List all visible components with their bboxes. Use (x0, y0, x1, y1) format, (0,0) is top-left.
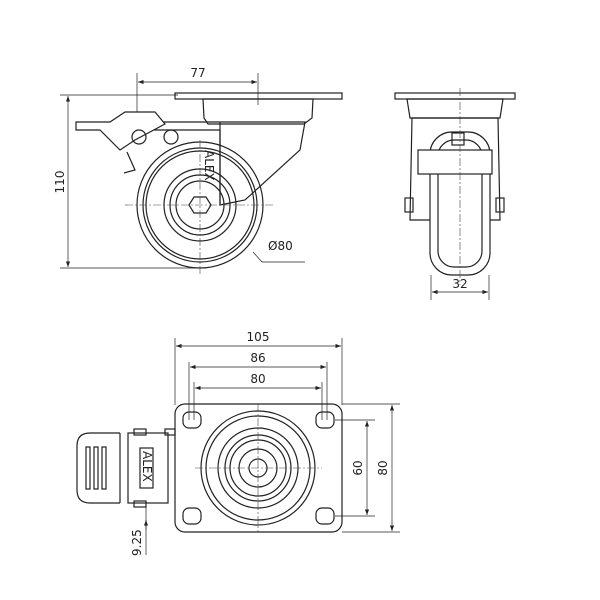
dim-hole-outer-label: 86 (250, 351, 265, 365)
bolt-hole (182, 507, 202, 525)
mounting-plate (174, 403, 343, 533)
front-fork (409, 117, 501, 221)
dim-width-label: 77 (190, 66, 205, 80)
side-brand-mark: ALEX (202, 150, 216, 181)
bolt-hole (315, 507, 335, 525)
bolt-hole (182, 411, 202, 429)
brake-pedal (76, 432, 120, 504)
side-view: 110 77 ALEX Ø80 (53, 66, 343, 275)
front-view: 32 (394, 88, 516, 300)
dim-hole-vertical-label: 60 (351, 460, 365, 475)
dim-hole-inner-label: 80 (250, 372, 265, 386)
dim-height-label: 110 (53, 171, 67, 194)
bottom-brand-mark: ALEX (140, 451, 154, 482)
front-top-plate (394, 92, 516, 100)
bottom-view: 105 86 80 ALEX 9.25 60 80 (76, 330, 400, 556)
brake-lever (75, 111, 166, 151)
dim-diameter-label: Ø80 (268, 239, 293, 253)
dim-plate-height-label: 80 (376, 460, 390, 475)
dim-wheel-width-label: 32 (452, 277, 467, 291)
dim-brake-offset-label: 9.25 (130, 529, 144, 556)
dim-plate-width-label: 105 (247, 330, 270, 344)
bolt-hole (315, 411, 335, 429)
top-plate (174, 92, 343, 100)
fork (154, 121, 306, 206)
